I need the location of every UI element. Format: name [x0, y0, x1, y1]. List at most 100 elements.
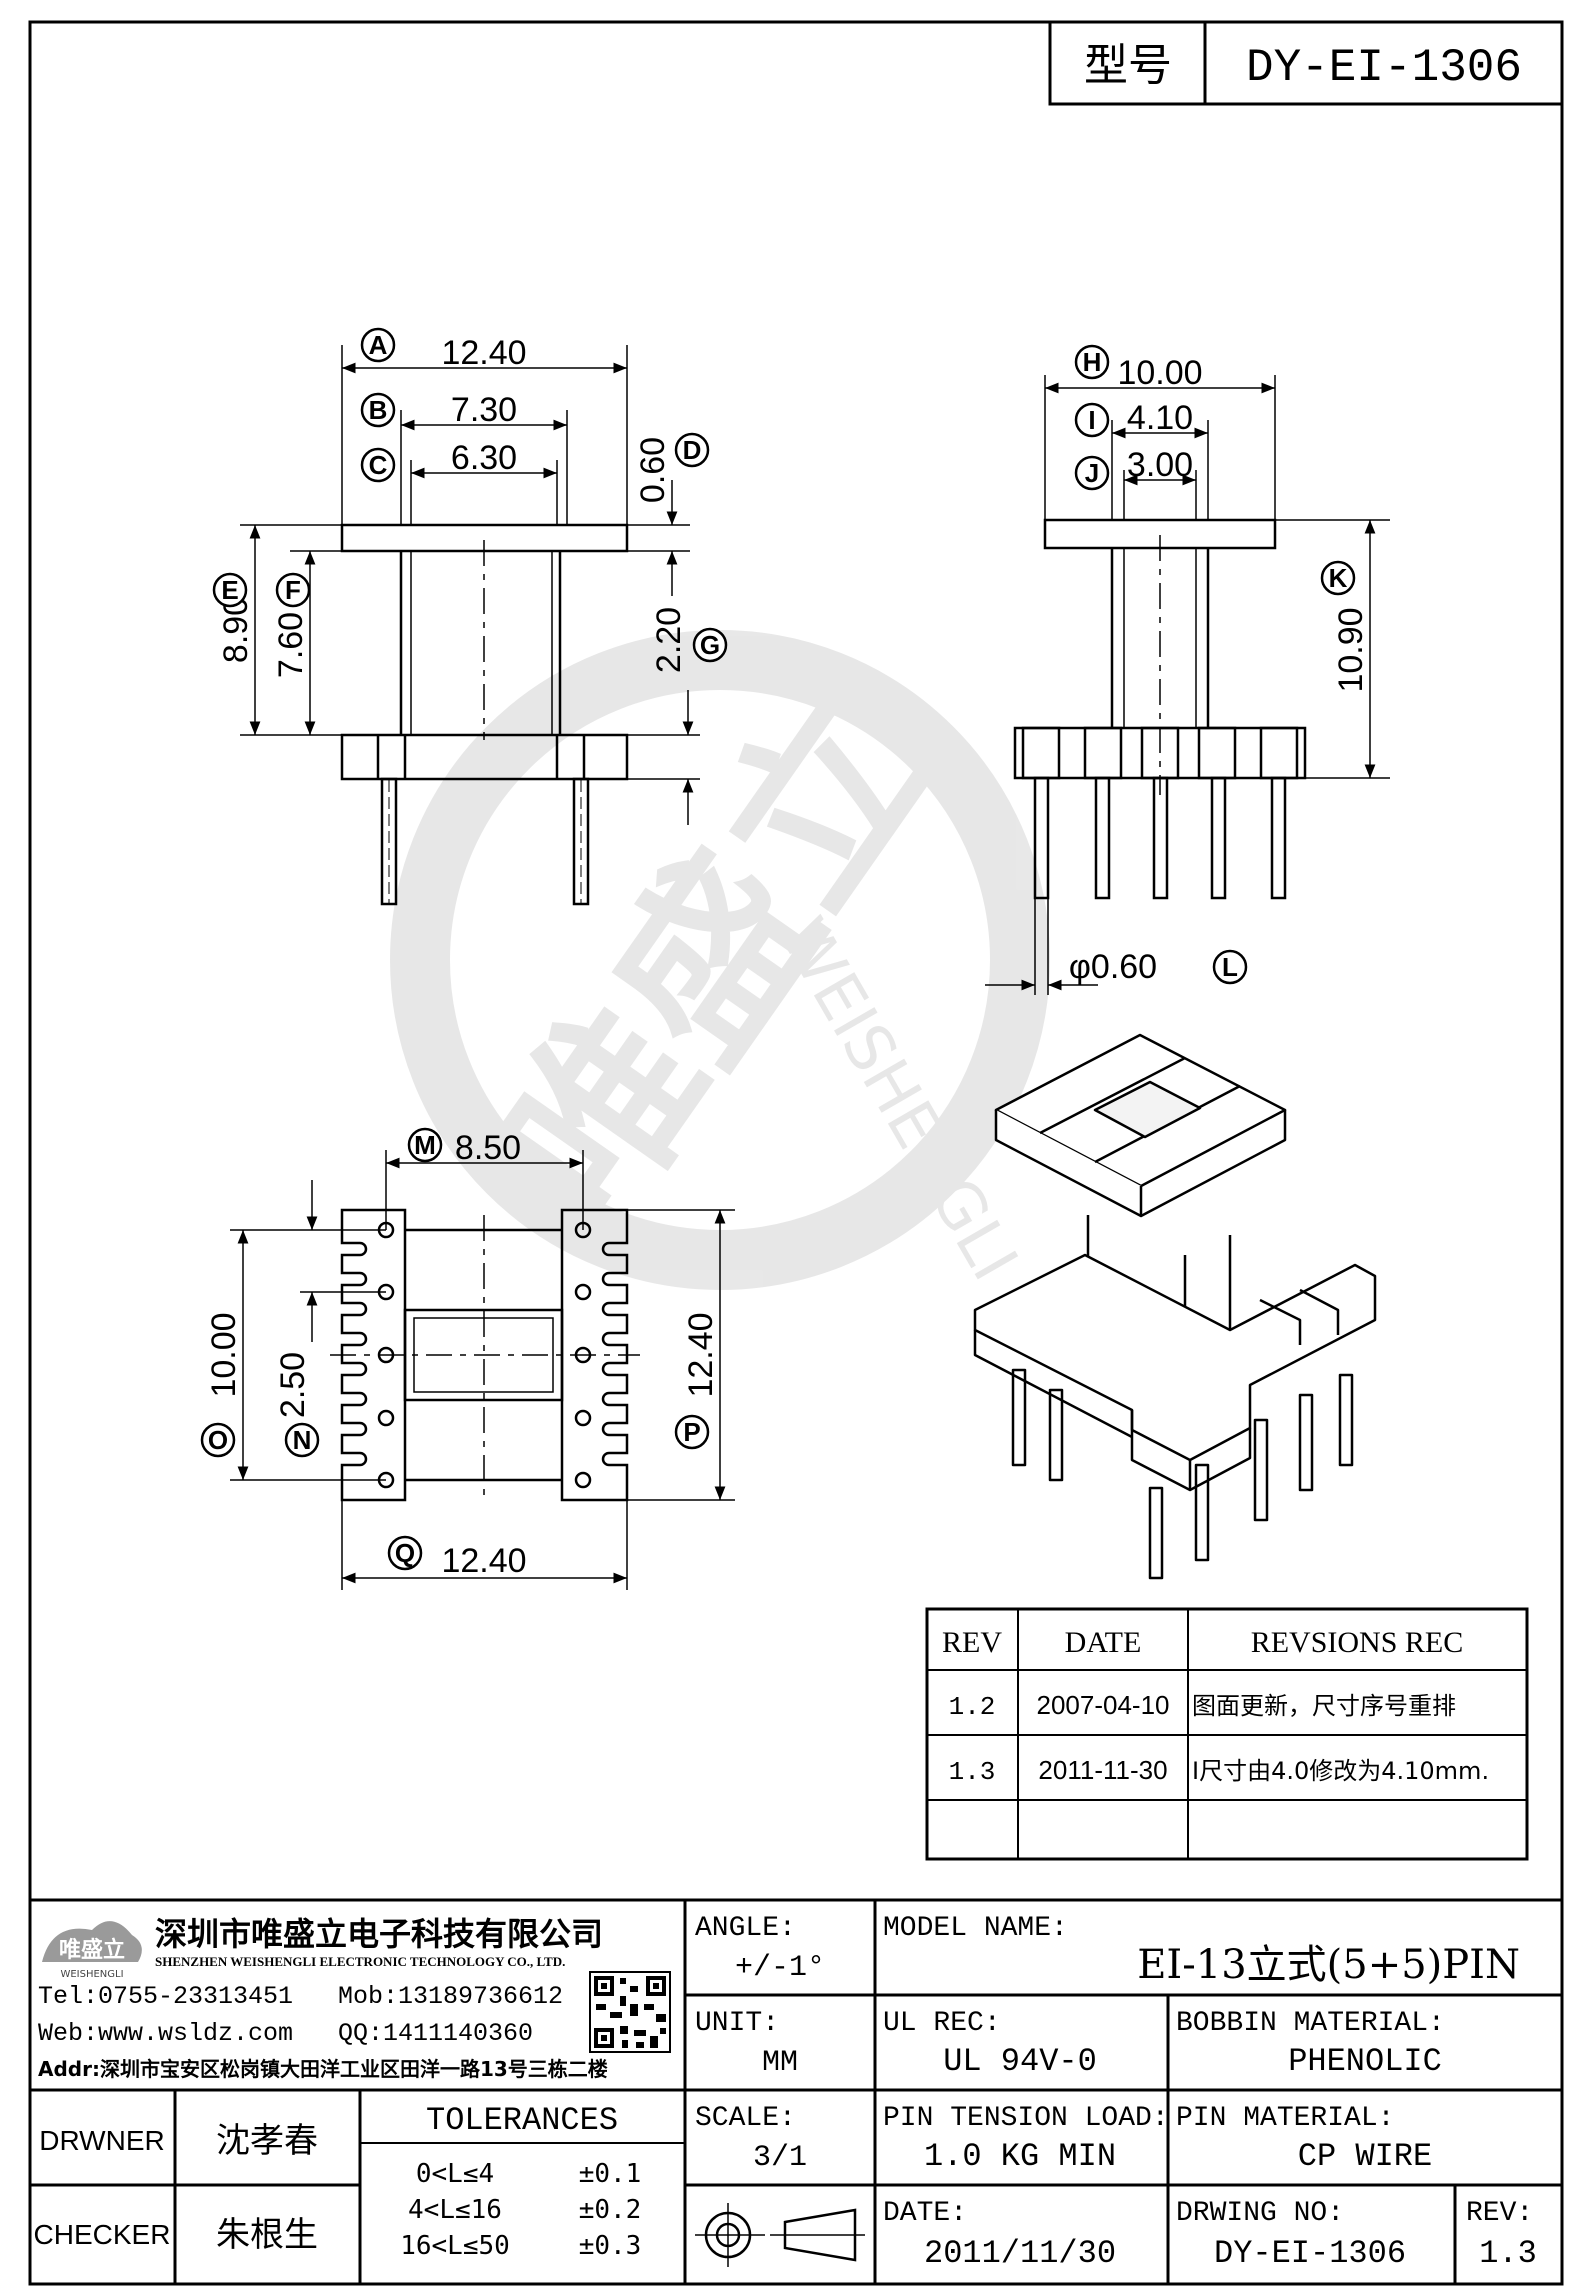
- dimension-f: 7.60: [272, 612, 310, 678]
- dimension-g: 2.20: [650, 607, 688, 673]
- date-label: DATE:: [883, 2198, 967, 2229]
- scale-value: 3/1: [753, 2141, 807, 2175]
- marker-circle-p: [674, 1414, 710, 1450]
- dimension-h: 10.00: [1117, 354, 1202, 392]
- marker-label-f: F: [285, 575, 301, 605]
- marker-circle-h: [1074, 344, 1110, 380]
- tolerance-value-0: ±0.1: [579, 2159, 642, 2189]
- tolerance-range-1: 4<L≤16: [408, 2195, 502, 2225]
- revision-rec-1: I尺寸由4.0修改为4.10mm.: [1192, 1757, 1489, 1785]
- header-model-label: 型号: [1084, 40, 1172, 91]
- marker-label-l: L: [1222, 952, 1238, 982]
- unit-value: MM: [762, 2046, 798, 2080]
- marker-label-d: D: [683, 435, 702, 465]
- model-name-value: EI-13立式(5+5)PIN: [1137, 1942, 1520, 1988]
- company-logo-sub: WEISHENGLI: [60, 1969, 123, 1980]
- marker-circle-k: [1320, 560, 1356, 596]
- dimension-p: 12.40: [682, 1312, 720, 1397]
- dimension-b: 7.30: [451, 391, 517, 429]
- scale-label: SCALE:: [695, 2103, 796, 2134]
- marker-circle-l: [1212, 949, 1248, 985]
- marker-label-q: Q: [395, 1538, 415, 1568]
- marker-label-a: A: [369, 330, 388, 360]
- title-block-grid: [30, 1898, 1562, 2284]
- header-model-box: 型号 DY-EI-1306: [1048, 20, 1564, 106]
- marker-circle-c: [360, 447, 396, 483]
- marker-label-o: O: [208, 1425, 228, 1455]
- dimension-l: φ0.60: [1069, 948, 1157, 986]
- pin-material-value: CP WIRE: [1298, 2138, 1432, 2175]
- drawner-label: DRWNER: [39, 2125, 164, 2156]
- side-view-dimension-lines: [985, 382, 1376, 991]
- drwing-no-value: DY-EI-1306: [1214, 2235, 1406, 2272]
- front-view-dimension-lines: [249, 362, 694, 825]
- qr-code-image: [589, 1971, 671, 2053]
- ul-rec-value: UL 94V-0: [943, 2043, 1097, 2080]
- tolerance-range-0: 0<L≤4: [416, 2159, 494, 2189]
- dimension-i: 4.10: [1127, 399, 1193, 437]
- dimension-d: 0.60: [634, 437, 672, 503]
- rev-label: REV:: [1466, 2198, 1533, 2229]
- ul-rec-label: UL REC:: [883, 2008, 1001, 2039]
- marker-label-n: N: [293, 1425, 312, 1455]
- marker-label-k: K: [1329, 563, 1348, 593]
- date-value: 2011/11/30: [924, 2235, 1116, 2272]
- marker-label-c: C: [369, 450, 388, 480]
- unit-label: UNIT:: [695, 2008, 779, 2039]
- marker-label-j: J: [1085, 458, 1099, 488]
- bobbin-material-label: BOBBIN MATERIAL:: [1176, 2008, 1445, 2039]
- checker-value: 朱根生: [216, 2215, 318, 2255]
- marker-label-g: G: [700, 630, 720, 660]
- bottom-view: [230, 1150, 735, 1590]
- marker-circle-j: [1074, 455, 1110, 491]
- pin-tension-value: 1.0 KG MIN: [924, 2138, 1116, 2175]
- revision-date-0: 2007-04-10: [1037, 1690, 1170, 1720]
- marker-label-p: P: [683, 1417, 700, 1447]
- model-name-label: MODEL NAME:: [883, 1913, 1068, 1944]
- dimension-k: 10.90: [1332, 607, 1370, 692]
- projection-symbol: [695, 2203, 865, 2267]
- company-name-cn: 深圳市唯盛立电子科技有限公司: [155, 1915, 603, 1953]
- marker-circle-a: [360, 327, 396, 363]
- dimension-c: 6.30: [451, 439, 517, 477]
- revision-date-1: 2011-11-30: [1038, 1755, 1167, 1785]
- watermark: 唯盛立 WEISHENGLI: [390, 630, 1050, 1293]
- tolerance-value-2: ±0.3: [579, 2231, 642, 2261]
- dimension-o: 10.00: [205, 1312, 243, 1397]
- revision-rev-1: 1.3: [949, 1757, 996, 1787]
- company-name-en: SHENZHEN WEISHENGLI ELECTRONIC TECHNOLOG…: [155, 1954, 565, 1969]
- revision-table: [925, 1607, 1529, 1861]
- revision-rev-0: 1.2: [949, 1692, 996, 1722]
- marker-label-i: I: [1088, 405, 1095, 435]
- dimension-j: 3.00: [1127, 446, 1193, 484]
- dimension-m: 8.50: [455, 1129, 521, 1167]
- marker-circle-f: [275, 572, 311, 608]
- text-layer: REV DATE REVSIONS REC 1.2 2007-04-10 图面更新，尺寸序…: [34, 1626, 1537, 2272]
- sheet-border: [28, 20, 1564, 2286]
- tolerance-value-1: ±0.2: [579, 2195, 642, 2225]
- marker-circle-g: [692, 627, 728, 663]
- angle-label: ANGLE:: [695, 1913, 796, 1944]
- company-logo-text: 唯盛立: [59, 1937, 125, 1963]
- drwing-no-label: DRWING NO:: [1176, 2198, 1344, 2229]
- marker-circle-i: [1074, 402, 1110, 438]
- revision-header-0: REV: [942, 1626, 1002, 1659]
- marker-circle-n: [284, 1422, 320, 1458]
- header-model-value: DY-EI-1306: [1246, 42, 1522, 94]
- marker-label-e: E: [221, 575, 238, 605]
- company-web: Web:www.wsldz.com: [38, 2019, 293, 2048]
- revision-header-1: DATE: [1065, 1626, 1142, 1659]
- bottom-view-dimension-lines: [237, 1157, 726, 1584]
- marker-circle-q: [387, 1535, 423, 1571]
- marker-circle-b: [360, 392, 396, 428]
- revision-header-2: REVSIONS REC: [1251, 1626, 1464, 1659]
- checker-label: CHECKER: [34, 2219, 171, 2250]
- dimension-q: 12.40: [441, 1542, 526, 1580]
- revision-rec-0: 图面更新，尺寸序号重排: [1192, 1692, 1456, 1720]
- dimension-a: 12.40: [441, 334, 526, 372]
- rev-value: 1.3: [1479, 2235, 1537, 2272]
- bobbin-material-value: PHENOLIC: [1288, 2043, 1442, 2080]
- marker-circle-m: [407, 1127, 443, 1163]
